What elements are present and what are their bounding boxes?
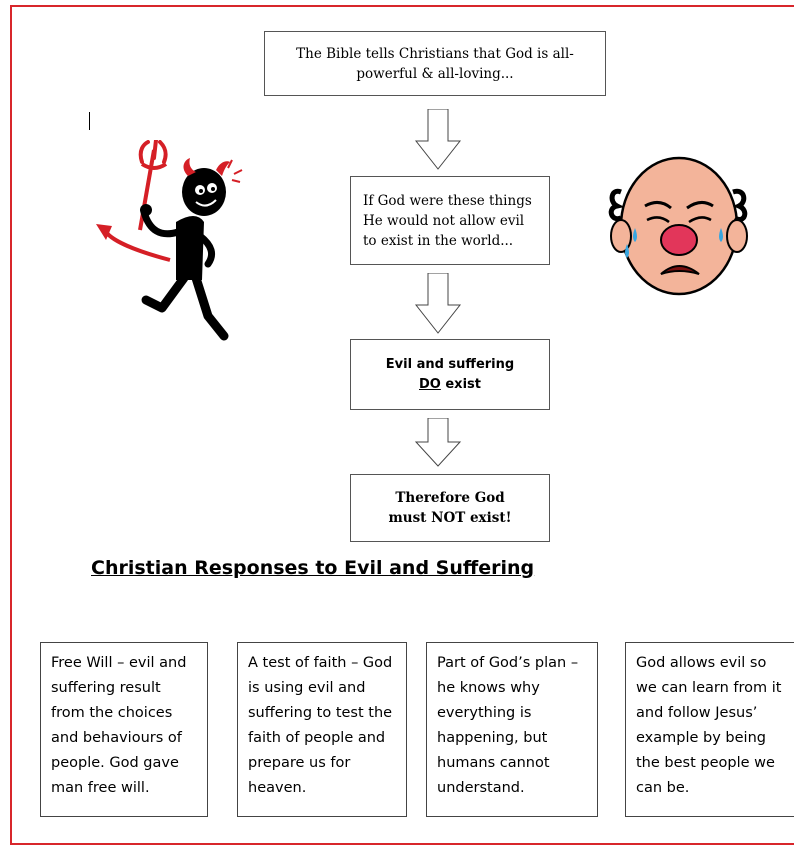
- response-text: Part of God’s plan – he knows why everyt…: [437, 655, 579, 796]
- response-text: A test of faith – God is using evil and …: [248, 655, 393, 796]
- flow-text-3-prefix: Evil and suffering: [385, 356, 515, 372]
- section-heading: Christian Responses to Evil and Sufferin…: [91, 557, 535, 579]
- crying-face-icon: [608, 156, 748, 296]
- arrow-down-icon: [414, 109, 462, 170]
- response-box-free-will: Free Will – evil and suffering result fr…: [40, 642, 208, 817]
- flow-box-2: If God were these things He would not al…: [350, 176, 550, 265]
- response-box-gods-plan: Part of God’s plan – he knows why everyt…: [426, 642, 598, 817]
- response-text: Free Will – evil and suffering result fr…: [51, 655, 187, 796]
- response-box-learn-from-evil: God allows evil so we can learn from it …: [625, 642, 794, 817]
- flow-text-3: Evil and suffering DO exist: [373, 355, 527, 395]
- flow-text-4: Therefore God must NOT exist!: [388, 490, 512, 526]
- flow-box-1: The Bible tells Christians that God is a…: [264, 31, 606, 96]
- devil-icon: [96, 140, 243, 341]
- response-text: God allows evil so we can learn from it …: [636, 655, 782, 796]
- flow-text-3-emphasis: DO: [419, 376, 441, 392]
- flow-text-3-suffix: exist: [440, 376, 481, 392]
- text-cursor: [89, 112, 90, 130]
- response-box-test-of-faith: A test of faith – God is using evil and …: [237, 642, 407, 817]
- flow-text-2: If God were these things He would not al…: [363, 192, 532, 249]
- flow-text-1: The Bible tells Christians that God is a…: [296, 45, 574, 82]
- arrow-down-icon: [414, 418, 462, 467]
- flow-box-3: Evil and suffering DO exist: [350, 339, 550, 410]
- arrow-down-icon: [414, 273, 462, 334]
- flow-box-4: Therefore God must NOT exist!: [350, 474, 550, 542]
